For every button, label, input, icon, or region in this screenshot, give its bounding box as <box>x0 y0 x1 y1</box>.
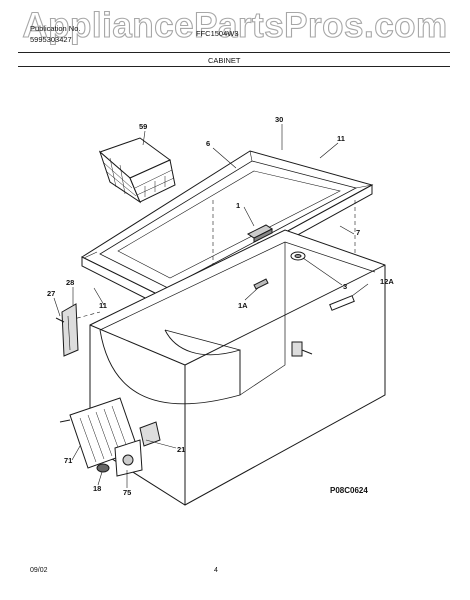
callout-1: 1 <box>236 201 241 210</box>
callout-59: 59 <box>139 122 148 131</box>
callout-11-left: 11 <box>99 301 107 310</box>
temperature-control <box>114 421 161 477</box>
callout-6: 6 <box>206 139 211 148</box>
callout-75: 75 <box>123 488 132 497</box>
callout-3: 3 <box>343 282 348 291</box>
lock-strike <box>253 278 269 290</box>
callout-7: 7 <box>356 228 361 237</box>
callout-21: 21 <box>177 445 186 454</box>
model-number: FFC1504W3 <box>196 29 239 38</box>
callout-1a: 1A <box>238 301 248 310</box>
lid-hinge <box>55 303 79 357</box>
section-title: CABINET <box>208 56 241 65</box>
header-rule-top <box>18 52 450 53</box>
drain-assembly <box>290 251 313 357</box>
leveling-leg <box>96 463 110 473</box>
lid-lock <box>247 224 273 243</box>
watermark-logo: AppliancePartsPros.com <box>22 5 448 45</box>
storage-basket <box>98 137 176 204</box>
leader-lines <box>53 124 369 488</box>
publication-number: 5995303427 <box>30 35 72 44</box>
callout-11-top: 11 <box>337 134 345 143</box>
callout-18: 18 <box>93 484 102 493</box>
page-number: 4 <box>214 567 218 574</box>
callout-27: 27 <box>47 289 56 298</box>
callout-71: 71 <box>64 456 73 465</box>
callout-28: 28 <box>66 278 75 287</box>
footer-date: 09/02 <box>30 567 48 574</box>
callout-12a: 12A <box>380 277 394 286</box>
publication-label: Publication No. <box>30 24 81 33</box>
diagram-code: P08C0624 <box>330 486 368 495</box>
header-rule-bottom <box>18 66 450 67</box>
callout-30: 30 <box>275 115 284 124</box>
